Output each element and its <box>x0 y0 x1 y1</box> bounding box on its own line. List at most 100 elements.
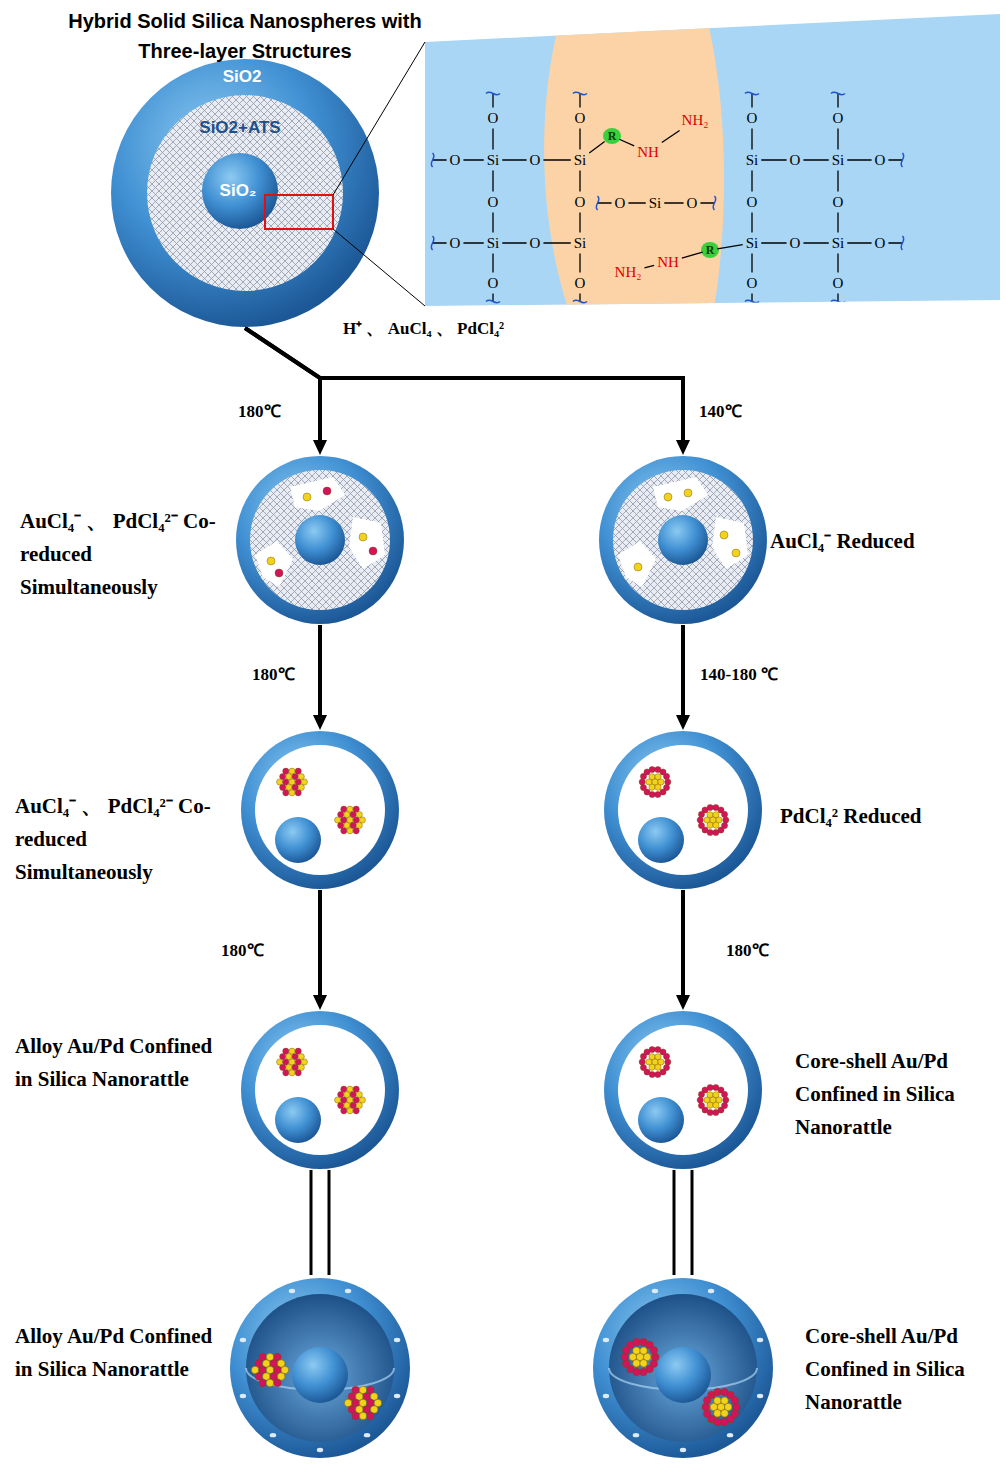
metal-atom <box>259 1379 266 1386</box>
metal-atom <box>655 784 661 790</box>
nanosphere-art <box>225 1275 415 1460</box>
cavity <box>290 477 345 511</box>
metal-atom <box>649 784 655 790</box>
chemical-bond <box>644 265 654 267</box>
chemical-bond <box>492 94 493 108</box>
metal-atom <box>363 1393 370 1400</box>
connector <box>676 890 690 1010</box>
chemical-bond <box>579 94 580 108</box>
chemical-bond <box>579 213 580 233</box>
metal-atom <box>663 773 669 779</box>
process-arrow <box>681 625 685 717</box>
metal-atom <box>341 1086 347 1092</box>
chemical-bond <box>847 159 871 160</box>
pore <box>603 1394 609 1398</box>
nanosphere-node: Alloy Au/Pd Confined in Silica Nanorattl… <box>240 1010 400 1170</box>
metal-atom <box>295 1059 301 1065</box>
metal-atom <box>348 1406 355 1413</box>
metal-atom <box>295 790 301 796</box>
silica-core <box>275 1097 321 1143</box>
atom-symbol: O <box>615 196 626 211</box>
metal-atom <box>353 828 359 834</box>
amine-group: NH₂ <box>615 265 642 280</box>
atom-symbol: O <box>488 195 499 210</box>
temperature-label: 180℃ <box>724 940 771 962</box>
chemical-bond <box>492 254 493 273</box>
temperature-label: 180℃ <box>250 664 297 686</box>
hollow-interior <box>255 745 385 875</box>
metal-atom <box>698 822 704 828</box>
network-continuation <box>431 236 434 250</box>
chemical-bond <box>664 202 683 203</box>
atom-symbol: Si <box>746 236 759 251</box>
silica-shell <box>241 731 399 889</box>
metal-atom <box>263 1373 270 1380</box>
metal-atom <box>347 1097 353 1103</box>
metal-atom <box>350 822 356 828</box>
metal-atom <box>353 1086 359 1092</box>
atom-symbol: O <box>833 195 844 210</box>
metal-atom <box>665 779 671 785</box>
metal-atom <box>356 812 362 818</box>
metal-atom <box>713 1109 719 1115</box>
chemical-bond <box>502 159 526 160</box>
connector <box>313 625 327 730</box>
ats-hybrid-layer <box>147 95 343 291</box>
chemical-bond <box>662 131 680 143</box>
atom-symbol: O <box>687 196 698 211</box>
temperature-label: 180℃ <box>219 940 266 962</box>
metal-atom <box>277 1059 283 1065</box>
metal-atom <box>359 1097 365 1103</box>
pore <box>240 1394 246 1398</box>
metal-atom <box>363 1406 370 1413</box>
hollow-interior <box>250 470 390 610</box>
metal-atom <box>347 817 353 823</box>
connector <box>245 328 690 455</box>
arrow-head <box>313 715 327 730</box>
chemical-bond <box>751 213 752 233</box>
metal-atom <box>721 1410 728 1417</box>
metal-atom <box>352 1412 359 1419</box>
metal-atom <box>714 1388 721 1395</box>
nanosphere-node: AuCl₄⁻ 、 PdCl₄²⁻ Co-reduced Simultaneous… <box>235 455 405 625</box>
silica-shell <box>236 456 404 624</box>
chemical-bond <box>433 159 447 160</box>
metal-atom <box>370 1393 377 1400</box>
process-arrow <box>245 328 320 442</box>
hollow-interior <box>609 1294 757 1442</box>
reagent-label: H⁺ 、 AuCl₄ 、 PdCl₄² <box>343 318 504 340</box>
temperature-label: 140-180 ℃ <box>698 664 780 686</box>
metal-atom <box>323 487 331 495</box>
metal-atom <box>369 547 377 555</box>
metal-atom <box>301 779 307 785</box>
metal-atom <box>370 1406 377 1413</box>
silica-core <box>292 1347 348 1403</box>
chemical-bond <box>761 242 786 243</box>
metal-atom <box>251 1366 258 1373</box>
metal-atom <box>281 1366 288 1373</box>
network-continuation <box>486 300 500 303</box>
metal-atom <box>283 1070 289 1076</box>
nanosphere-node: SiO2SiO2+ATSSiO₂ <box>110 58 380 328</box>
stage-label: Alloy Au/Pd Confined in Silica Nanorattl… <box>15 1320 215 1386</box>
metal-atom <box>359 817 365 823</box>
metal-atom <box>344 822 350 828</box>
metal-atom <box>367 1412 374 1419</box>
nanosphere-node: Alloy Au/Pd Confined in Silica Nanorattl… <box>225 1275 415 1460</box>
metal-atom <box>721 1418 728 1425</box>
silica-core <box>638 817 684 863</box>
metal-atom <box>267 557 275 565</box>
chemical-bond <box>598 202 612 203</box>
metal-atom <box>356 1406 363 1413</box>
arrow-head <box>676 995 690 1010</box>
equals-line <box>673 1170 676 1275</box>
chemical-bond <box>579 129 580 150</box>
chemical-bond <box>433 242 447 243</box>
network-continuation <box>831 300 845 303</box>
metal-atom <box>344 1399 351 1406</box>
atom-symbol: O <box>575 111 586 126</box>
metal-atom <box>341 1108 347 1114</box>
metal-atom <box>289 790 295 796</box>
metal-atom <box>634 563 642 571</box>
